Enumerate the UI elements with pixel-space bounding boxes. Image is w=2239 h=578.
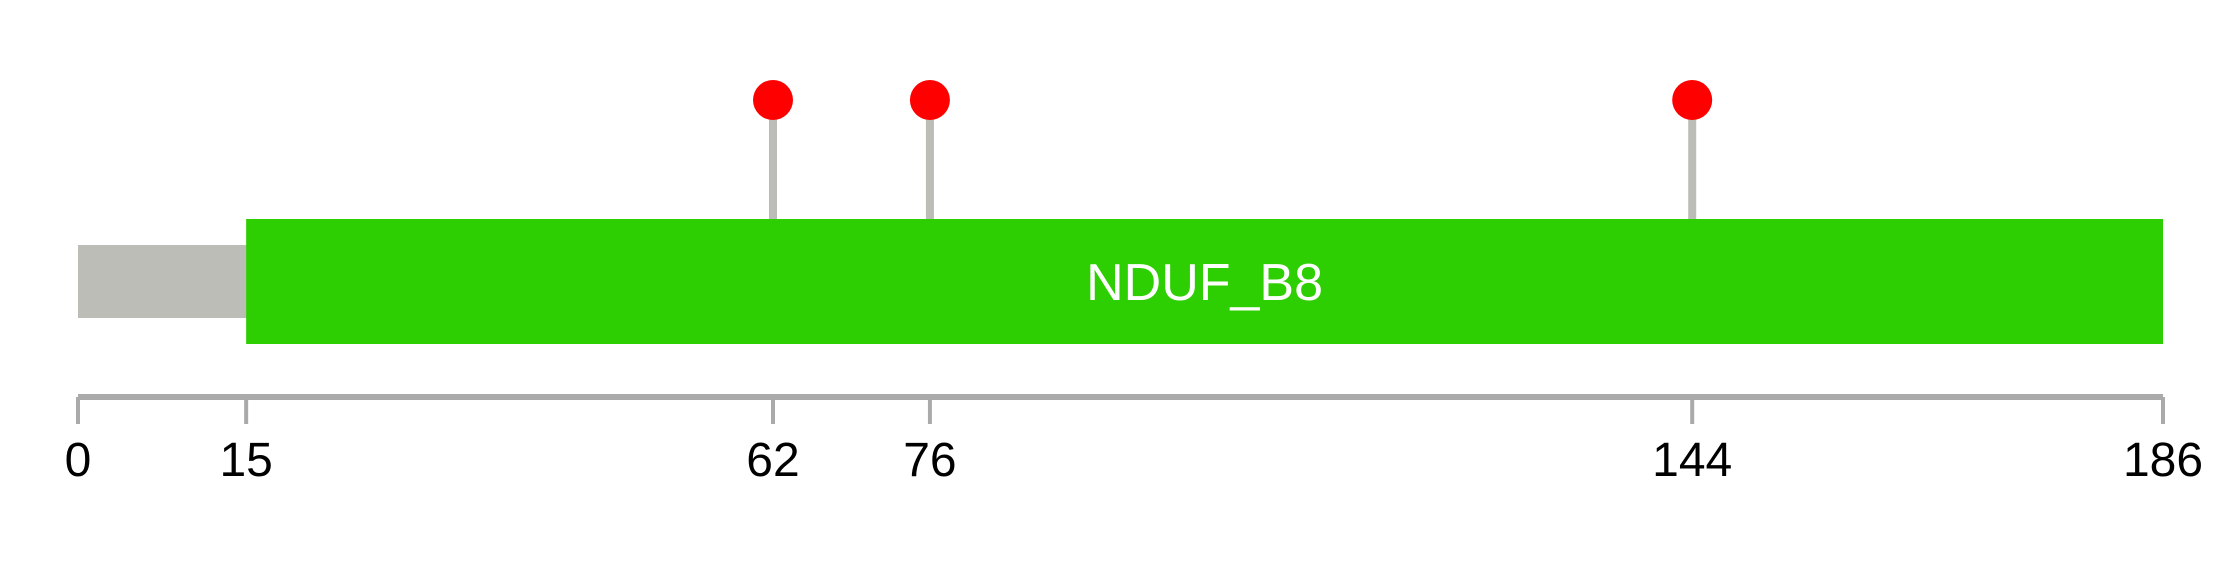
x-tick-label: 0	[65, 434, 92, 487]
x-tick-label: 15	[219, 434, 272, 487]
mutation-point	[909, 80, 950, 120]
domain-label: NDUF_B8	[1086, 254, 1323, 312]
domain-nduf-b8	[246, 219, 2164, 344]
x-tick-label: 62	[746, 434, 799, 487]
x-tick-label: 76	[903, 434, 956, 487]
x-tick-label: 144	[1652, 434, 1732, 487]
x-tick-label: 186	[2123, 434, 2203, 487]
mutation-point	[753, 80, 793, 120]
mutation-point	[1672, 80, 1713, 120]
